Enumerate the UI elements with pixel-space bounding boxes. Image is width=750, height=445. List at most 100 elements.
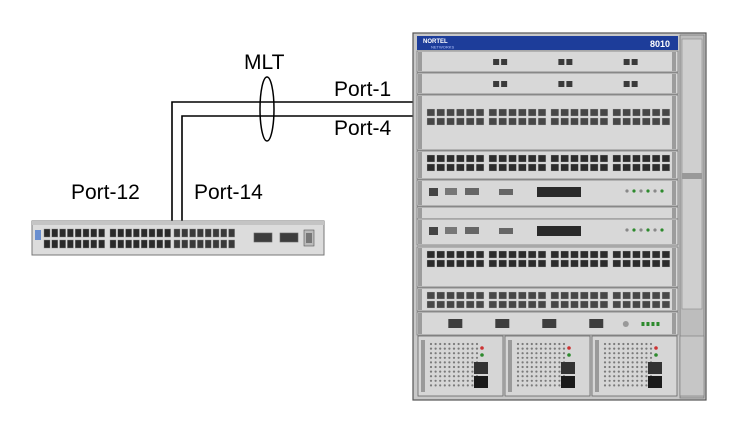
module-rj45-port bbox=[518, 250, 527, 259]
switch-port bbox=[212, 239, 220, 249]
module-rj45-port bbox=[599, 291, 609, 300]
power-supply-vent bbox=[608, 347, 611, 350]
power-supply-vent bbox=[530, 361, 533, 364]
module-rj45-port bbox=[661, 300, 670, 309]
power-supply-vent bbox=[429, 342, 433, 346]
module-rj45-port bbox=[456, 154, 465, 163]
chassis-module-slot bbox=[416, 72, 679, 95]
module-rj45-port bbox=[475, 117, 485, 126]
power-supply-vent bbox=[516, 375, 520, 378]
module-rj45-port bbox=[570, 117, 579, 126]
module-rj45-port bbox=[436, 163, 445, 172]
cpu-modem-port bbox=[465, 227, 479, 234]
power-supply-vent bbox=[558, 375, 561, 378]
power-supply-vent bbox=[530, 347, 533, 350]
module-rj45-port bbox=[446, 154, 455, 163]
power-supply-vent bbox=[626, 375, 630, 378]
power-supply-vent bbox=[558, 384, 561, 387]
power-supply-vent bbox=[617, 342, 620, 346]
power-supply-vent bbox=[457, 365, 460, 369]
power-supply-vent bbox=[622, 352, 625, 355]
switch-port bbox=[67, 228, 74, 238]
module-rj45-port bbox=[622, 300, 631, 309]
power-supply-vent bbox=[608, 370, 611, 373]
module-rj45-port bbox=[508, 291, 517, 300]
power-supply-vent bbox=[631, 375, 634, 378]
module-rj45-port bbox=[518, 108, 527, 117]
module-rj45-port bbox=[537, 291, 547, 300]
power-supply-vent bbox=[521, 379, 524, 382]
power-supply-vent bbox=[521, 370, 524, 373]
power-supply-vent bbox=[516, 342, 520, 346]
switch-port bbox=[125, 228, 132, 238]
power-supply-vent bbox=[544, 361, 547, 364]
cpu-led bbox=[625, 189, 629, 193]
power-supply-vent bbox=[521, 375, 524, 378]
power-supply-vent bbox=[448, 347, 451, 350]
gbic-port bbox=[501, 81, 508, 87]
power-supply-vent bbox=[645, 370, 648, 373]
power-supply-vent bbox=[466, 352, 469, 355]
module-rj45-port bbox=[426, 154, 435, 163]
module-rj45-port bbox=[426, 163, 435, 172]
gbic-port bbox=[566, 81, 573, 87]
power-supply-vent bbox=[549, 365, 552, 369]
gbic-port bbox=[493, 81, 500, 87]
power-supply-vent bbox=[544, 379, 547, 382]
power-supply-vent bbox=[457, 347, 460, 350]
module-latch bbox=[418, 313, 422, 334]
module-latch bbox=[418, 74, 422, 93]
gbic-port bbox=[631, 59, 638, 65]
module-latch bbox=[418, 152, 422, 178]
power-supply-vent bbox=[608, 379, 611, 382]
cpu-led bbox=[632, 189, 636, 193]
power-supply-vent bbox=[535, 361, 538, 364]
module-rj45-port bbox=[622, 108, 631, 117]
power-supply-vent bbox=[429, 347, 433, 350]
module-rj45-port bbox=[560, 300, 569, 309]
module-rj45-port bbox=[446, 259, 455, 268]
module-rj45-port bbox=[498, 108, 507, 117]
power-supply-vent bbox=[626, 379, 630, 382]
module-rj45-port bbox=[570, 108, 579, 117]
power-supply-vent bbox=[457, 356, 460, 359]
power-supply-vent bbox=[613, 365, 616, 369]
module-rj45-port bbox=[550, 108, 559, 117]
power-supply-vent bbox=[466, 365, 469, 369]
switch-port bbox=[43, 239, 51, 249]
power-supply-vent bbox=[544, 384, 547, 387]
module-rj45-port bbox=[426, 291, 435, 300]
module-rj45-port bbox=[436, 291, 445, 300]
module-rj45-port bbox=[622, 163, 631, 172]
power-supply-vent bbox=[645, 356, 648, 359]
switch-status-led bbox=[35, 230, 41, 240]
power-supply-vent bbox=[526, 352, 529, 355]
power-supply-vent bbox=[603, 352, 607, 355]
module-rj45-port bbox=[599, 117, 609, 126]
module-rj45-port bbox=[446, 250, 455, 259]
module-rj45-port bbox=[508, 117, 517, 126]
module-rj45-port bbox=[570, 154, 579, 163]
module-rj45-port bbox=[560, 163, 569, 172]
power-supply-vent bbox=[539, 375, 543, 378]
module-rj45-port bbox=[466, 163, 475, 172]
module-rj45-port bbox=[612, 259, 621, 268]
power-supply-vent bbox=[562, 352, 566, 355]
power-supply-vent bbox=[429, 352, 433, 355]
cpu-led bbox=[639, 228, 643, 232]
switch-port bbox=[59, 228, 66, 238]
mlt-bundle-ellipse bbox=[259, 76, 275, 142]
switch-port bbox=[197, 239, 204, 249]
power-supply-vent bbox=[553, 365, 556, 369]
module-rj45-port bbox=[599, 108, 609, 117]
module-rj45-port bbox=[632, 259, 641, 268]
module-rj45-port bbox=[537, 117, 547, 126]
power-supply-vent bbox=[448, 356, 451, 359]
power-supply-vent bbox=[462, 384, 465, 387]
module-rj45-port bbox=[508, 163, 517, 172]
power-supply-vent bbox=[608, 352, 611, 355]
module-rj45-port bbox=[446, 291, 455, 300]
module-rj45-port bbox=[436, 117, 445, 126]
switch-port bbox=[197, 228, 204, 238]
module-rj45-port bbox=[599, 250, 609, 259]
